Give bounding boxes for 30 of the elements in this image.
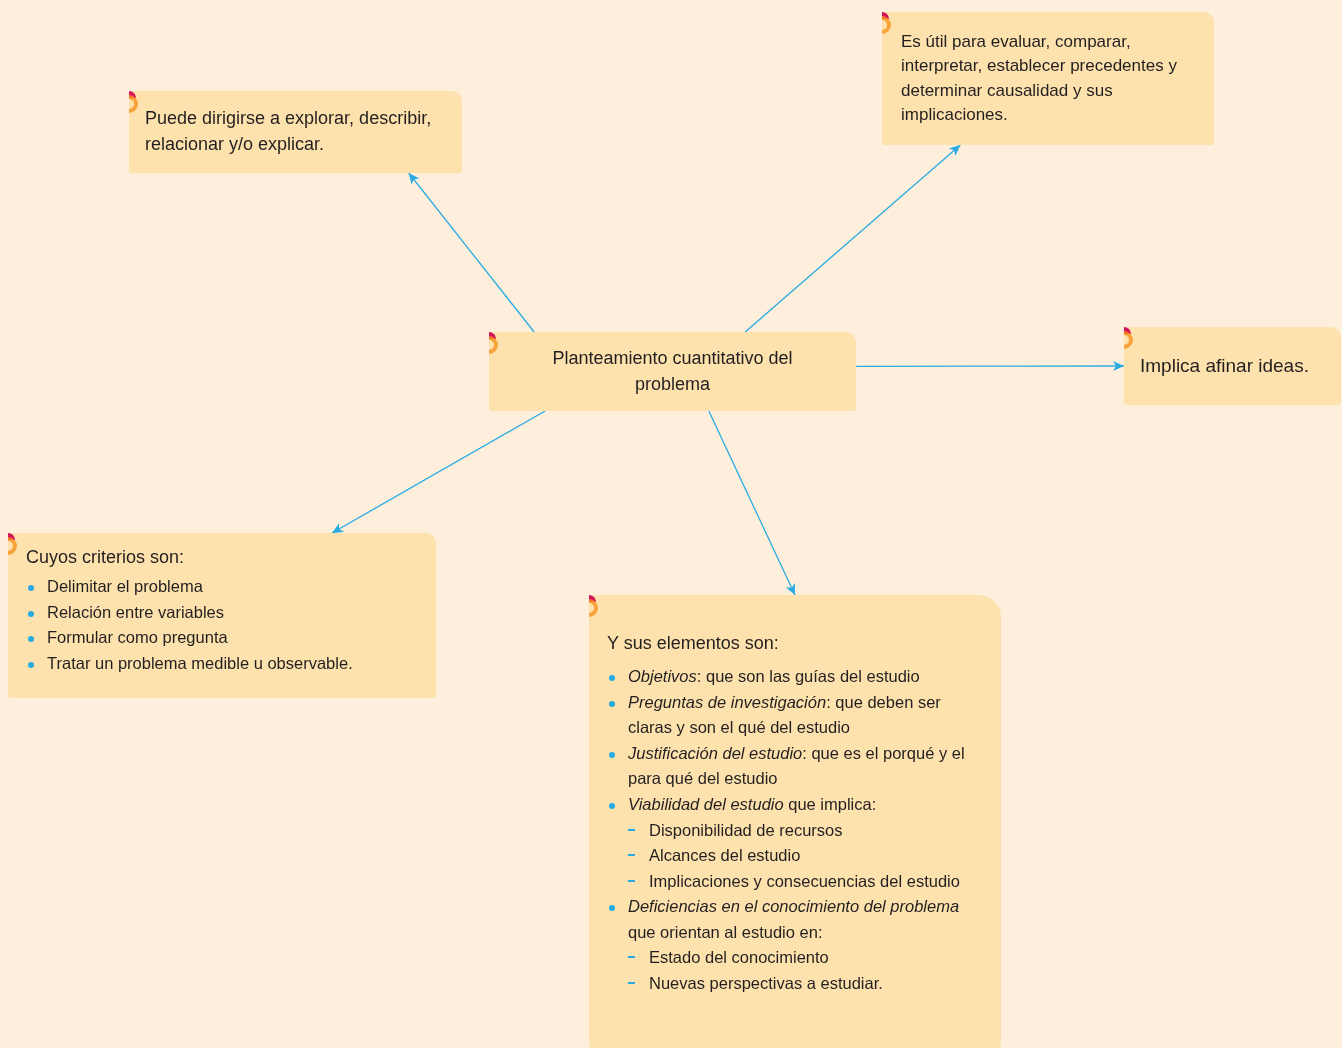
arrow (708, 410, 796, 596)
text-box (882, 12, 1214, 145)
bullet-item: Tratar un problema medible u observable. (26, 650, 418, 677)
sub-item: Estado del conocimiento (607, 945, 987, 971)
sub-item: Disponibilidad de recursos (607, 817, 987, 844)
text-box (589, 595, 1001, 1048)
sub-item: Alcances del estudio (607, 843, 987, 869)
arrow (331, 410, 546, 534)
bullet-item: Viabilidad del estudio que implica: (607, 792, 987, 818)
node-heading: Cuyos criterios son: (26, 546, 186, 569)
bullet-item: Relación entre variables (26, 599, 418, 626)
bullet-item: Preguntas de investigación: que deben ser claras y son el qué del estudio (607, 689, 987, 741)
text-box (129, 91, 462, 173)
arrow (744, 144, 961, 333)
text-box (489, 332, 856, 411)
text-box (1124, 327, 1341, 405)
node-text: Puede dirigirse a explorar, describir, relacionar y/o explicar. (145, 107, 433, 156)
node-heading: Y sus elementos son: (607, 632, 780, 655)
bullet-item: Objetivos: que son las guías del estudio (607, 664, 987, 690)
bullet-item: Formular como pregunta (26, 625, 418, 651)
bullet-item: Deficiencias en el conocimiento del problema que orientan al estudio en: (607, 894, 987, 946)
arrow (408, 172, 535, 333)
bullet-item: Delimitar el problema (26, 574, 418, 600)
node-text: Es útil para evaluar, comparar, interpretar, establecer precedentes y determinar causalidad y sus implicaciones. (901, 31, 1178, 126)
text-box (8, 533, 436, 698)
sub-item: Implicaciones y consecuencias del estudio (607, 868, 987, 895)
node-text: Planteamiento cuantitativo del problema (551, 346, 794, 396)
sub-item: Nuevas perspectivas a estudiar. (607, 970, 987, 997)
node-text: Implica afinar ideas. (1140, 353, 1310, 378)
arrow (855, 361, 1125, 371)
